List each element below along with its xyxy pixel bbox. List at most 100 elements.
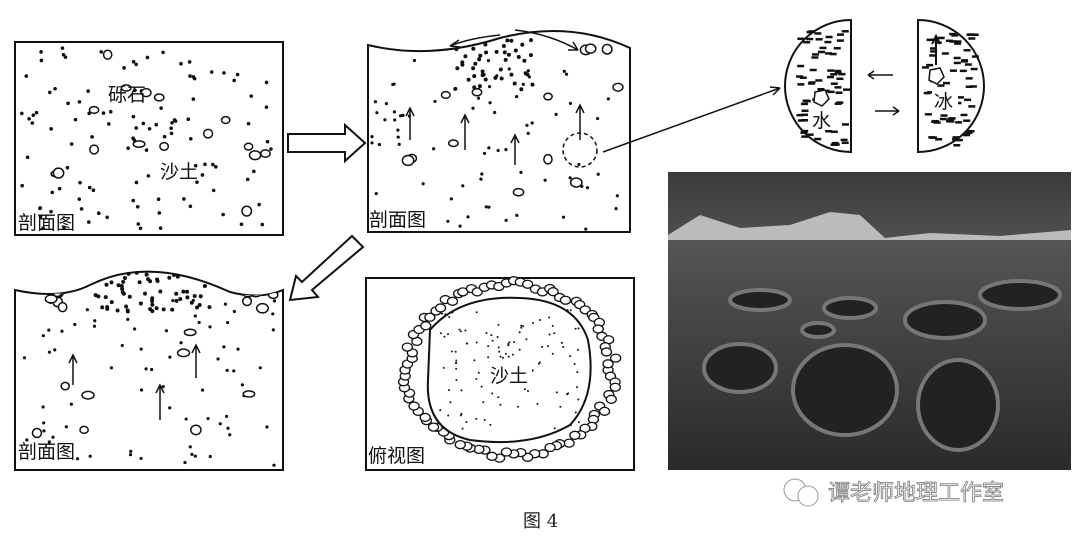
soil-dot (225, 368, 229, 372)
soil-dot (169, 131, 174, 136)
soil-dot (370, 134, 374, 139)
gravel-pebble (419, 412, 431, 423)
soil-dot (477, 84, 482, 89)
soil-dot (530, 82, 535, 87)
gravel-pebble (140, 87, 152, 98)
soil-dot (222, 345, 226, 349)
soil-dot (528, 53, 533, 58)
soil-dot (129, 449, 133, 454)
ice-dash (960, 113, 968, 117)
soil-dot (484, 50, 489, 55)
soil-dot (272, 463, 276, 467)
water-dash (838, 72, 846, 76)
soil-dot (447, 333, 450, 336)
soil-dot (576, 371, 579, 374)
soil-dot (138, 301, 143, 306)
soil-dot (475, 341, 478, 344)
soil-dot (91, 188, 96, 192)
arrow-right-icon (875, 106, 900, 116)
soil-dot (497, 346, 500, 349)
soil-dot (122, 275, 127, 280)
soil-dot (455, 66, 460, 71)
soil-dot (178, 296, 183, 301)
soil-dot (77, 197, 82, 201)
soil-dot (528, 38, 533, 43)
water-dash (830, 73, 838, 76)
ice-dash (964, 63, 972, 66)
soil-dot (93, 319, 97, 323)
soil-dot (126, 317, 130, 321)
soil-dot (576, 348, 579, 351)
gravel-pebble (190, 424, 202, 436)
soil-dot (161, 385, 165, 389)
soil-dot (511, 353, 514, 356)
soil-dot (532, 322, 535, 325)
soil-dot (124, 304, 129, 309)
soil-dot (396, 135, 400, 139)
gravel-pebble (598, 406, 611, 416)
soil-dot (249, 94, 254, 98)
soil-dot (245, 177, 250, 182)
soil-dot (181, 289, 186, 294)
soil-dot (228, 433, 232, 437)
soil-dot (596, 172, 600, 176)
water-dash (796, 75, 804, 78)
soil-dot (489, 423, 492, 426)
patterned-ground-photo (668, 172, 1071, 470)
gravel-pebble (60, 381, 70, 391)
soil-dot (487, 345, 490, 348)
soil-dot (269, 147, 273, 151)
water-dash (797, 64, 805, 68)
soil-dot (487, 205, 491, 209)
water-dash (829, 52, 837, 56)
soil-dot (272, 299, 277, 303)
soil-dot (189, 300, 194, 305)
water-dash (801, 119, 809, 122)
soil-dot (370, 141, 374, 145)
gravel-pebble (605, 394, 617, 404)
soil-dot (615, 194, 619, 198)
soil-dot (30, 121, 35, 125)
soil-dot (485, 331, 488, 334)
soil-dot (209, 70, 214, 74)
ice-dash (953, 144, 961, 147)
soil-dot (465, 342, 468, 345)
soil-dot (562, 345, 565, 348)
gravel-pebble (57, 301, 68, 313)
profile-panel-3: 剖面图 (14, 270, 284, 471)
soil-dot (475, 311, 478, 314)
soil-dot (38, 206, 42, 211)
soil-dot (131, 59, 136, 64)
gravel-pebble (248, 150, 262, 161)
water-dash (809, 68, 817, 72)
soil-dot (223, 302, 228, 306)
soil-dot (516, 55, 521, 60)
soil-dot (506, 52, 511, 57)
soil-dot (120, 343, 124, 348)
gravel-pebble (52, 167, 65, 179)
gravel-pebble (569, 430, 581, 440)
soil-dot (208, 271, 213, 275)
soil-dot (109, 280, 114, 285)
soil-dot (144, 367, 148, 371)
top-view-label: 俯视图 (368, 445, 425, 467)
water-label: 水 (812, 110, 831, 132)
soil-dot (38, 214, 43, 219)
soil-dot (42, 429, 46, 433)
ice-dash (964, 98, 972, 102)
soil-dot (393, 118, 397, 122)
gravel-pebble (447, 139, 459, 148)
soil-dot (99, 50, 104, 54)
soil-dot (222, 71, 226, 75)
soil-dot (41, 405, 45, 409)
soil-dot (232, 309, 236, 314)
gravel-pebble (440, 90, 451, 100)
soil-dot (41, 334, 45, 338)
soil-dot (397, 142, 401, 146)
soil-dot (79, 207, 84, 211)
soil-dot (162, 134, 167, 139)
soil-dot (392, 110, 397, 114)
soil-dot (172, 118, 177, 122)
soil-dot (208, 325, 212, 329)
soil-dot (22, 356, 27, 360)
